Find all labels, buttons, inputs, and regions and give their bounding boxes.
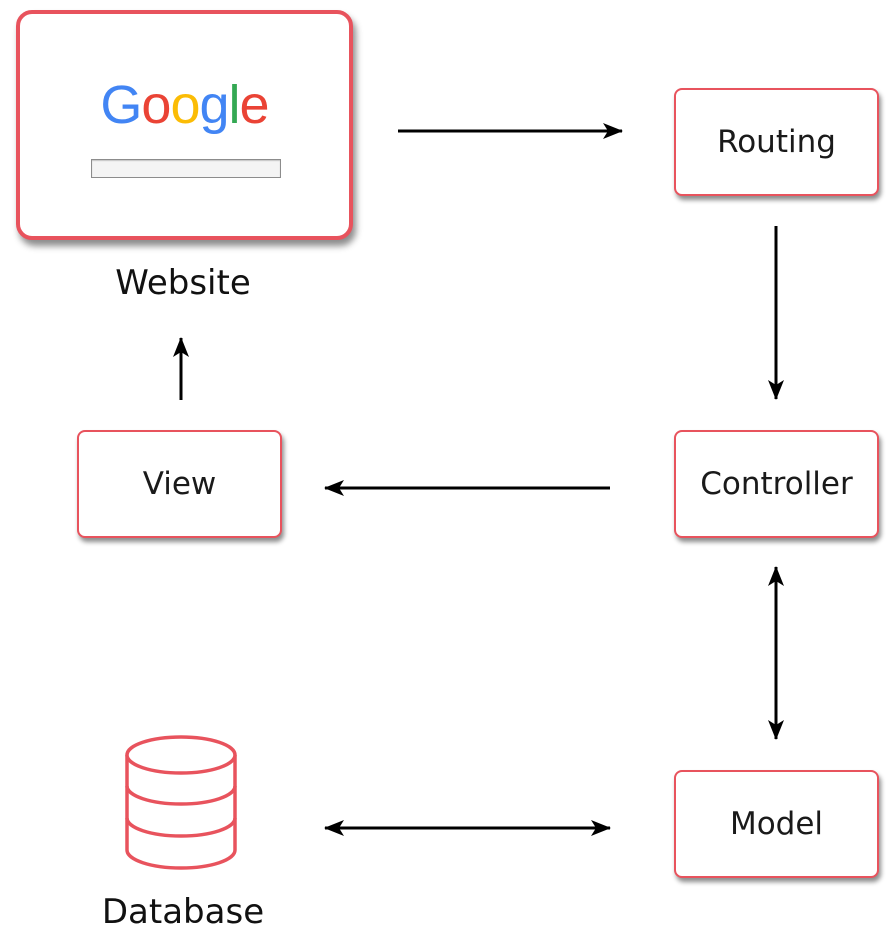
google-logo-letter: o — [141, 75, 171, 135]
database-label: Database — [101, 892, 265, 932]
search-bar[interactable] — [91, 159, 281, 178]
routing-node: Routing — [674, 88, 879, 196]
model-node: Model — [674, 770, 879, 878]
model-label: Model — [729, 806, 824, 842]
google-logo-letter: o — [170, 75, 200, 135]
database-icon — [125, 735, 237, 870]
google-logo-letter: g — [199, 75, 230, 135]
google-logo-letter: e — [239, 75, 270, 135]
website-label: Website — [115, 263, 251, 303]
controller-label: Controller — [700, 466, 853, 502]
controller-node: Controller — [674, 430, 879, 538]
routing-label: Routing — [717, 124, 836, 160]
view-label: View — [142, 466, 217, 502]
website-browser-window: Google — [16, 10, 353, 240]
google-logo: Google — [20, 78, 349, 132]
google-logo-letter: G — [100, 75, 142, 135]
view-node: View — [77, 430, 282, 538]
google-logo-letter: l — [228, 75, 241, 135]
